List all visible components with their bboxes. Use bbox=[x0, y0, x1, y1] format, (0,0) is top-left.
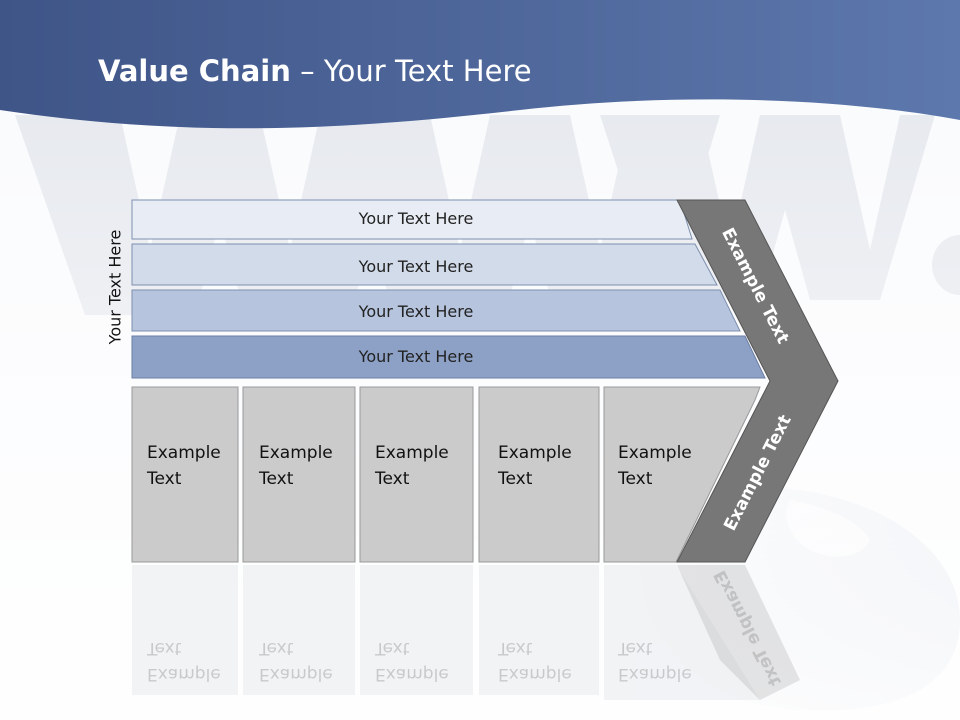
title-rest: Your Text Here bbox=[323, 54, 532, 88]
title-separator: – bbox=[290, 54, 324, 88]
activity-cell-2 bbox=[242, 386, 356, 563]
row-label-2: Your Text Here bbox=[358, 257, 474, 276]
activity-cells bbox=[131, 386, 761, 563]
row-bars bbox=[131, 199, 766, 379]
title-bold: Value Chain bbox=[98, 54, 291, 88]
row-bar-1 bbox=[131, 199, 693, 240]
margin-chevron bbox=[676, 199, 839, 563]
header-band bbox=[0, 0, 960, 129]
row-bar-4 bbox=[131, 335, 766, 379]
activity-cell-4 bbox=[478, 386, 600, 563]
row-bar-3 bbox=[131, 289, 741, 332]
side-label: Your Text Here bbox=[105, 229, 125, 345]
margin-chevron-reflection bbox=[677, 565, 800, 700]
cells-reflection bbox=[132, 565, 760, 700]
page-title: Value Chain – Your Text Here bbox=[98, 54, 532, 88]
row-label-4: Your Text Here bbox=[358, 347, 474, 366]
activity-cell-3 bbox=[359, 386, 474, 563]
row-bar-2 bbox=[131, 243, 718, 286]
row-label-3: Your Text Here bbox=[358, 302, 474, 321]
activity-cell-5 bbox=[603, 386, 761, 563]
row-label-1: Your Text Here bbox=[358, 209, 474, 228]
activity-cell-1 bbox=[131, 386, 239, 563]
